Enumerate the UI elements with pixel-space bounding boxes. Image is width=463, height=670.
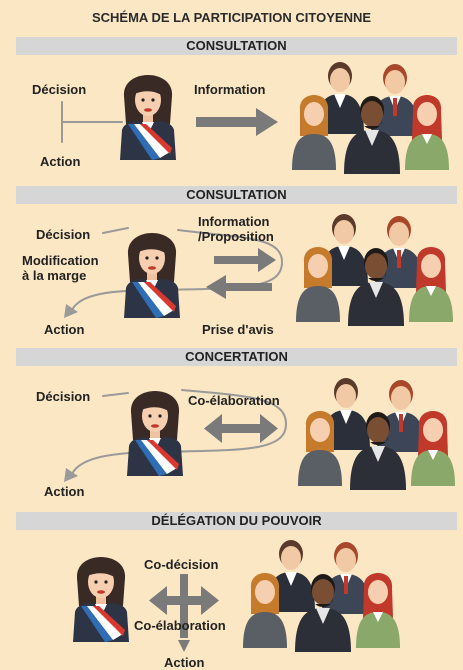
- label-action-3: Action: [44, 484, 85, 499]
- label-information-proposition: Information /Proposition: [198, 214, 274, 244]
- section-header-consultation-1: CONSULTATION: [16, 37, 457, 55]
- section-header-concertation: CONCERTATION: [16, 348, 457, 366]
- label-codecision: Co-décision: [144, 557, 219, 572]
- label-decision-1: Décision: [32, 82, 87, 97]
- label-modification: Modification à la marge: [22, 253, 99, 283]
- label-prise-avis: Prise d'avis: [202, 322, 274, 337]
- section-header-consultation-2: CONSULTATION: [16, 186, 457, 204]
- label-information-1: Information: [194, 82, 266, 97]
- decision-connector-3: [102, 392, 129, 397]
- label-coelaboration-3: Co-élaboration: [188, 393, 280, 408]
- feedback-curve-3: [71, 389, 288, 475]
- citizens-group-1: [292, 62, 449, 174]
- citizens-group-3: [298, 378, 455, 490]
- label-decision-3: Décision: [36, 389, 91, 404]
- citizens-group-2: [296, 214, 453, 326]
- citizens-group-4: [243, 540, 400, 652]
- decision-connector-2: [102, 227, 129, 234]
- section-header-delegation: DÉLÉGATION DU POUVOIR: [16, 512, 457, 530]
- label-action-2: Action: [44, 322, 85, 337]
- label-action-1: Action: [40, 154, 81, 169]
- page-title: SCHÉMA DE LA PARTICIPATION CITOYENNE: [91, 10, 372, 25]
- label-action-4: Action: [164, 655, 205, 670]
- label-coelaboration-4: Co-élaboration: [134, 618, 226, 633]
- label-decision-2: Décision: [36, 227, 91, 242]
